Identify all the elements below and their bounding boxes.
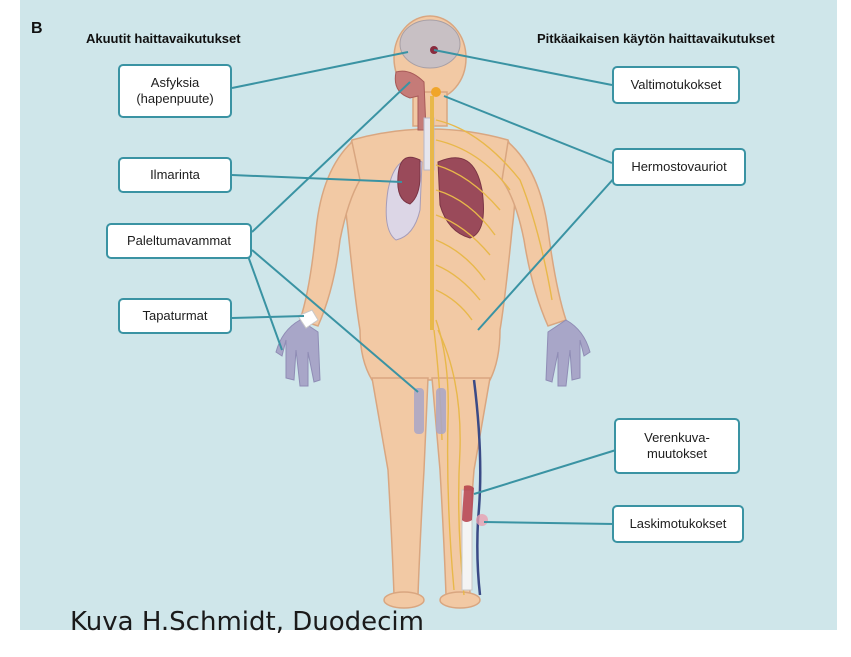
label-asfyksia: Asfyksia (hapenpuute) [118,64,232,118]
label-asfyksia-line2: (hapenpuute) [136,91,213,107]
right-foot [440,592,480,608]
brain [400,20,460,68]
label-paleltumavammat: Paleltumavammat [106,223,252,259]
label-hermostovauriot: Hermostovauriot [612,148,746,186]
label-verenkuva-line2: muutokset [647,446,707,462]
image-credit: Kuva H.Schmidt, Duodecim [70,607,424,637]
right-thigh-frostbite [436,388,446,434]
airway [395,71,426,130]
label-laskimotukokset-text: Laskimotukokset [630,516,727,532]
connector-tapaturmat [232,316,304,318]
label-hermostovauriot-text: Hermostovauriot [631,159,726,175]
label-tapaturmat-text: Tapaturmat [142,308,207,324]
nerve-ganglion [431,87,441,97]
left-hand [276,320,320,386]
right-hand [546,320,590,386]
label-ilmarinta: Ilmarinta [118,157,232,193]
label-verenkuvamuutokset: Verenkuva- muutokset [614,418,740,474]
label-valtimotukokset: Valtimotukokset [612,66,740,104]
label-paleltumavammat-text: Paleltumavammat [127,233,231,249]
connector-verenkuva [474,450,616,494]
left-foot [384,592,424,608]
connector-asfyksia [232,52,408,88]
label-tapaturmat: Tapaturmat [118,298,232,334]
thrombus [476,514,488,526]
label-asfyksia-line1: Asfyksia [151,75,199,91]
label-laskimotukokset: Laskimotukokset [612,505,744,543]
label-verenkuva-line1: Verenkuva- [644,430,710,446]
label-valtimotukokset-text: Valtimotukokset [631,77,722,93]
label-ilmarinta-text: Ilmarinta [150,167,200,183]
left-thigh-frostbite [414,388,424,434]
vein-clot [462,485,474,522]
connector-laskimotukokset [484,522,614,524]
